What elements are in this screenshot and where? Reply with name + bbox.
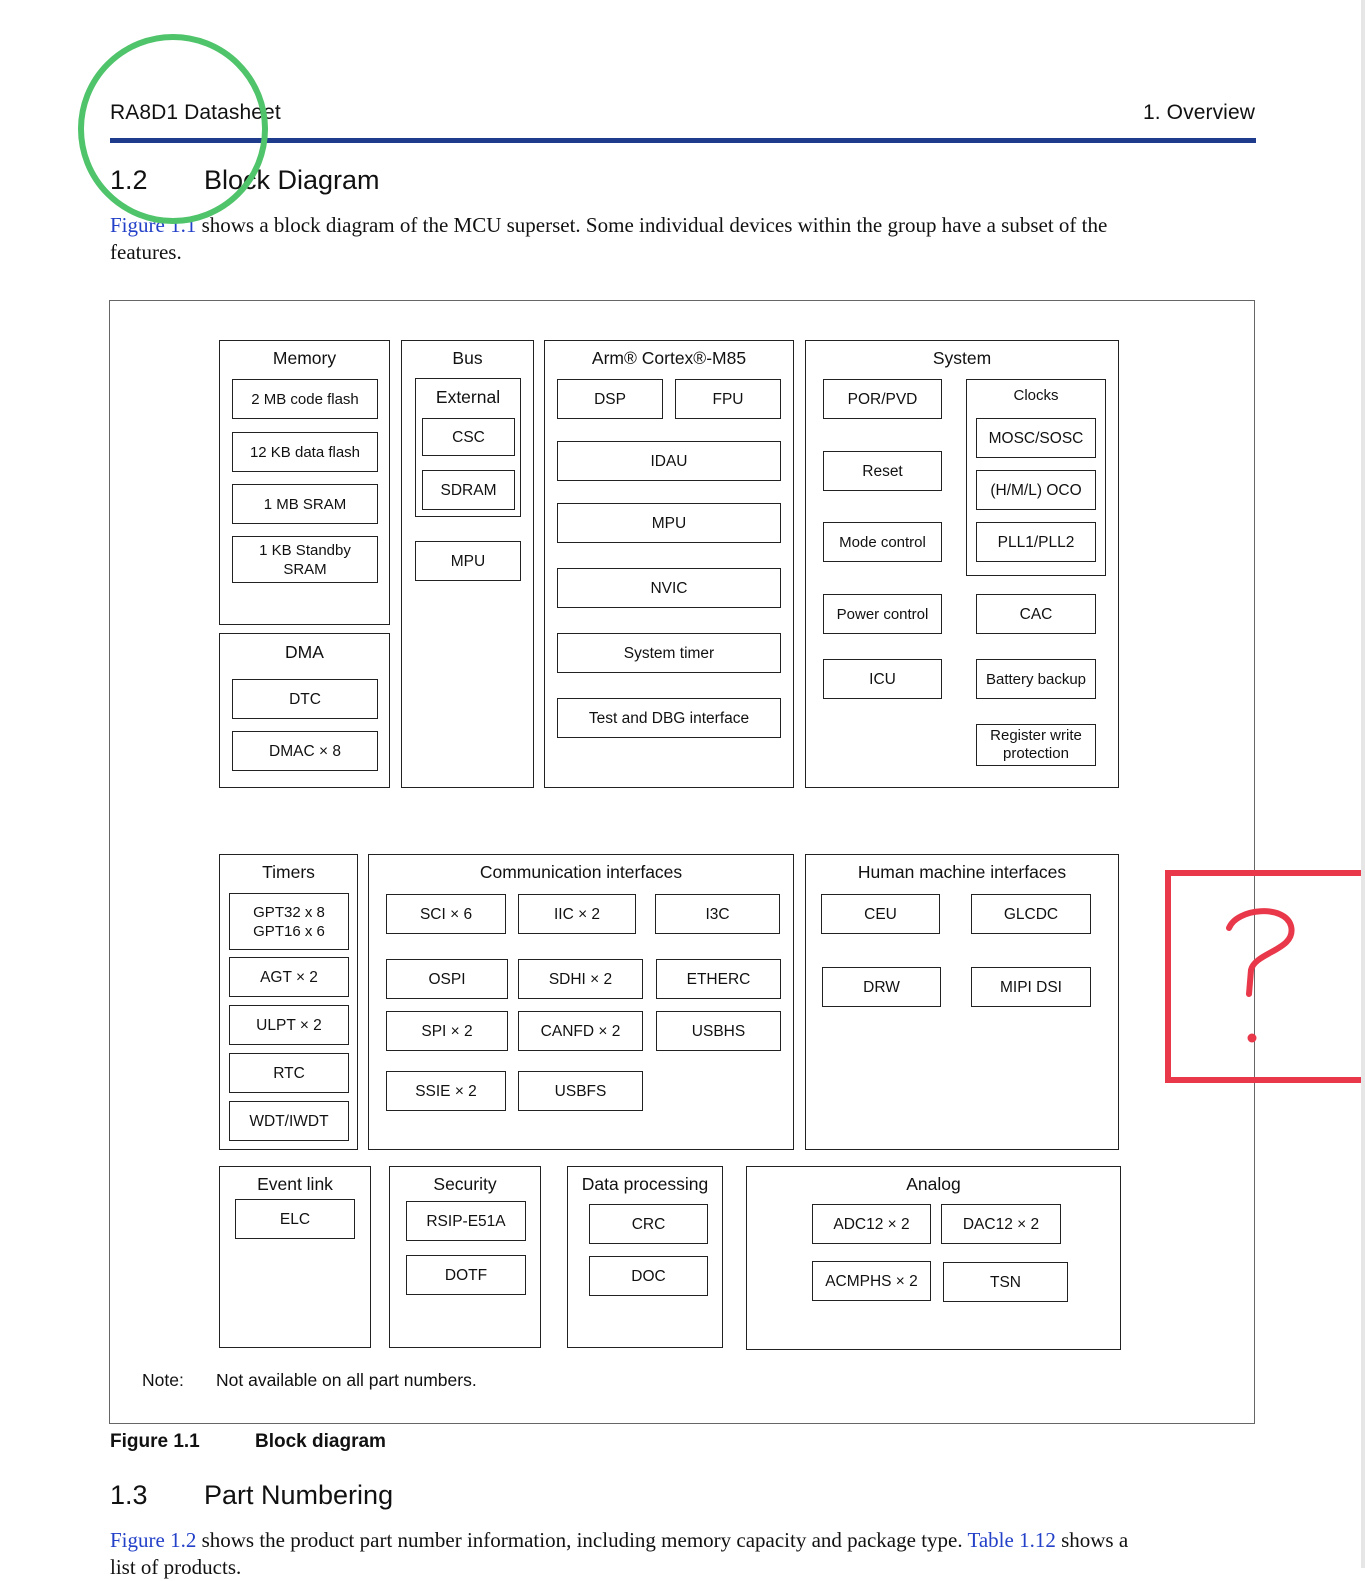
question-mark-annotation xyxy=(1226,908,1295,1043)
block-canfd: CANFD × 2 xyxy=(518,1011,643,1051)
block-usbfs: USBFS xyxy=(518,1071,643,1111)
block-agt: AGT × 2 xyxy=(229,957,349,997)
group-title: Data processing xyxy=(581,1174,709,1194)
block-adc12: ADC12 × 2 xyxy=(812,1204,931,1244)
block-glcdc: GLCDC xyxy=(971,894,1091,934)
page-edge xyxy=(1361,0,1365,1568)
chapter-title: 1. Overview xyxy=(1143,101,1255,124)
group-title: Human machine interfaces xyxy=(857,862,1067,882)
block-crc: CRC xyxy=(589,1204,708,1244)
block-sci: SCI × 6 xyxy=(386,894,506,934)
block-cac: CAC xyxy=(976,594,1096,634)
block-standby-sram: 1 KB Standby SRAM xyxy=(232,536,378,583)
block-dac12: DAC12 × 2 xyxy=(941,1204,1061,1244)
block-ospi: OSPI xyxy=(386,959,508,999)
block-power-control: Power control xyxy=(823,594,942,634)
block-rsip: RSIP-E51A xyxy=(406,1201,526,1241)
red-box-annotation xyxy=(1165,870,1365,1083)
block-dsp: DSP xyxy=(557,379,663,419)
green-circle-annotation xyxy=(78,34,268,224)
block-elc: ELC xyxy=(235,1199,355,1239)
block-mipi-dsi: MIPI DSI xyxy=(971,967,1091,1007)
group-title: Security xyxy=(433,1174,497,1194)
block-dotf: DOTF xyxy=(406,1255,526,1295)
block-reset: Reset xyxy=(823,451,942,491)
group-title: Communication interfaces xyxy=(479,862,683,882)
block-oco: (H/M/L) OCO xyxy=(976,470,1096,510)
part-numbering-text: Figure 1.2 shows the product part number… xyxy=(110,1528,1129,1579)
group-title: Memory xyxy=(272,348,337,368)
section-number: 1.3 xyxy=(110,1480,148,1510)
block-por-pvd: POR/PVD xyxy=(823,379,942,419)
group-title: System xyxy=(932,348,992,368)
block-pll: PLL1/PLL2 xyxy=(976,522,1096,562)
block-rtc: RTC xyxy=(229,1053,349,1093)
group-title: Timers xyxy=(262,862,315,882)
note-label: Note: xyxy=(142,1370,184,1390)
block-drw: DRW xyxy=(822,967,941,1007)
figure-link[interactable]: Figure 1.2 xyxy=(110,1528,197,1552)
section-intro: Figure 1.1 shows a block diagram of the … xyxy=(110,213,1108,264)
note-text: Not available on all part numbers. xyxy=(216,1370,477,1390)
analog-group: Analog xyxy=(746,1166,1121,1350)
figure-caption-title: Block diagram xyxy=(255,1431,386,1452)
group-title: Clocks xyxy=(1013,387,1059,404)
block-register-write-protection: Register write protection xyxy=(976,724,1096,766)
block-iic: IIC × 2 xyxy=(518,894,636,934)
block-fpu: FPU xyxy=(675,379,781,419)
group-title: Analog xyxy=(906,1174,961,1194)
block-dtc: DTC xyxy=(232,679,378,719)
group-title: Event link xyxy=(257,1174,333,1194)
block-usbhs: USBHS xyxy=(656,1011,781,1051)
group-title: Arm® Cortex®-M85 xyxy=(591,348,747,368)
block-idau: IDAU xyxy=(557,441,781,481)
group-title: External xyxy=(435,387,501,407)
block-ulpt: ULPT × 2 xyxy=(229,1005,349,1045)
table-link[interactable]: Table 1.12 xyxy=(967,1528,1056,1552)
block-data-flash: 12 KB data flash xyxy=(232,432,378,472)
block-code-flash: 2 MB code flash xyxy=(232,379,378,419)
block-acmphs: ACMPHS × 2 xyxy=(812,1261,931,1301)
block-mode-control: Mode control xyxy=(823,522,942,562)
block-doc: DOC xyxy=(589,1256,708,1296)
block-wdt: WDT/IWDT xyxy=(229,1101,349,1141)
block-test-dbg: Test and DBG interface xyxy=(557,698,781,738)
block-spi: SPI × 2 xyxy=(386,1011,508,1051)
block-mosc-sosc: MOSC/SOSC xyxy=(976,418,1096,458)
block-sram: 1 MB SRAM xyxy=(232,484,378,524)
block-i3c: I3C xyxy=(655,894,780,934)
block-sdhi: SDHI × 2 xyxy=(518,959,643,999)
figure-caption-number: Figure 1.1 xyxy=(110,1431,200,1452)
block-ceu: CEU xyxy=(821,894,940,934)
block-icu: ICU xyxy=(823,659,942,699)
block-csc: CSC xyxy=(422,418,515,456)
block-cpu-mpu: MPU xyxy=(557,503,781,543)
block-sdram: SDRAM xyxy=(422,470,515,510)
block-nvic: NVIC xyxy=(557,568,781,608)
section-title: Part Numbering xyxy=(204,1480,394,1510)
block-bus-mpu: MPU xyxy=(415,541,521,581)
block-tsn: TSN xyxy=(943,1262,1068,1302)
group-title: Bus xyxy=(452,348,483,368)
group-title: DMA xyxy=(285,642,324,662)
block-gpt: GPT32 x 8 GPT16 x 6 xyxy=(229,893,349,950)
block-battery-backup: Battery backup xyxy=(976,659,1096,699)
figure-frame xyxy=(109,300,1255,1424)
event-link-group: Event link xyxy=(219,1166,371,1348)
block-ssie: SSIE × 2 xyxy=(386,1071,506,1111)
block-dmac: DMAC × 8 xyxy=(232,731,378,771)
block-etherc: ETHERC xyxy=(656,959,781,999)
header-rule xyxy=(110,138,1256,143)
block-system-timer: System timer xyxy=(557,633,781,673)
